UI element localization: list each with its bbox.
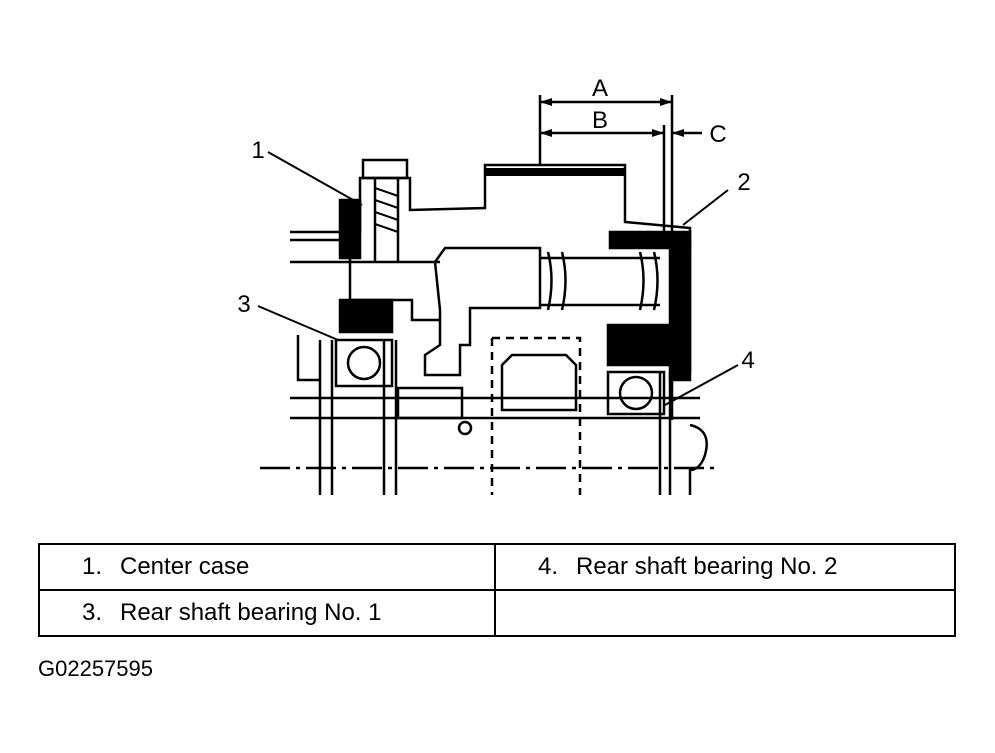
legend-text: Center case (120, 553, 250, 580)
rear-shaft-cross-section-diagram: A B C 1 2 3 4 (237, 75, 755, 495)
legend-cell: 1. Center case (38, 543, 496, 591)
legend-number: 3. (81, 599, 102, 626)
dimension-c-label: C (709, 121, 726, 148)
legend-cell: 4. Rear shaft bearing No. 2 (494, 543, 956, 591)
rear-shaft-bearing-2 (606, 370, 666, 416)
legend-number: 4. (537, 553, 558, 580)
legend-number: 1. (81, 553, 102, 580)
shaft-end (688, 423, 708, 495)
dimension-a-label: A (592, 75, 608, 102)
rear-shaft-bearing-1 (334, 338, 394, 388)
callout-2: 2 (737, 169, 750, 196)
callout-1: 1 (251, 137, 264, 164)
spring (546, 251, 659, 311)
callout-3: 3 (237, 291, 250, 318)
piston (423, 246, 542, 377)
callout-4: 4 (741, 347, 754, 374)
parts-legend-table: 1. Center case 4. Rear shaft bearing No. 2… (38, 543, 956, 637)
legend-text: Rear shaft bearing No. 1 (120, 599, 382, 626)
figure-code: G02257595 (38, 656, 153, 681)
dimension-b-label: B (592, 107, 608, 134)
legend-row: 3. Rear shaft bearing No. 1 (38, 589, 956, 637)
legend-row: 1. Center case 4. Rear shaft bearing No. 2 (38, 543, 956, 591)
legend-text: Rear shaft bearing No. 2 (576, 553, 838, 580)
legend-cell: 3. Rear shaft bearing No. 1 (38, 589, 496, 637)
legend-cell-empty (494, 589, 956, 637)
bolt (361, 158, 409, 180)
